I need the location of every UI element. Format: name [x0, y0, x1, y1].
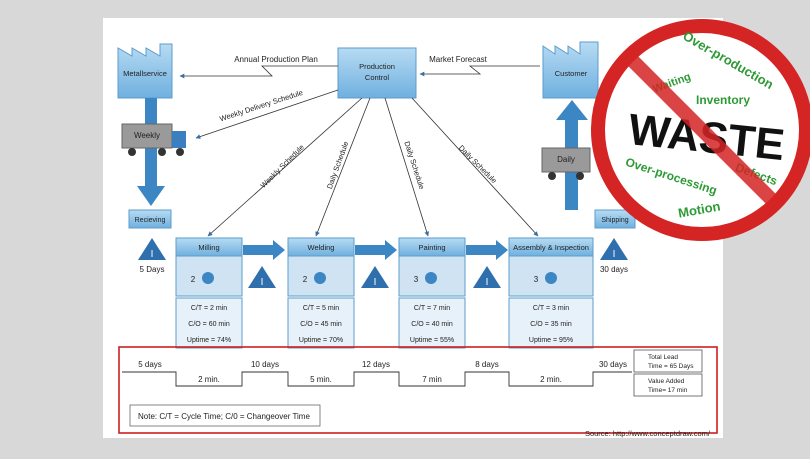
inventory-triangle-receiving: I: [138, 238, 166, 260]
value-added-label-1: Value Added: [648, 378, 685, 385]
production-control-box: [337, 47, 417, 99]
daily-truck-label: Daily: [557, 155, 575, 164]
operator-count: 2: [303, 275, 308, 284]
total-lead-label-1: Total Lead: [648, 354, 678, 361]
timeline-line: [122, 371, 632, 387]
uptime: Uptime = 95%: [529, 337, 573, 344]
receiving-days: 5 Days: [140, 265, 165, 274]
svg-text:I: I: [151, 249, 154, 260]
operator-count: 3: [534, 275, 539, 284]
annual-plan-arrow: [179, 65, 338, 79]
customer-factory-icon: [542, 41, 599, 99]
operator-icon: [202, 272, 214, 284]
total-lead-label-2: Time = 65 Days: [648, 363, 694, 370]
timeline-days-2: 10 days: [251, 360, 279, 369]
waste-word-inventory: Inventory: [696, 93, 750, 107]
daily-truck-icon: [541, 147, 591, 180]
process-painting: Painting 3 C/T = 7 min C/O = 40 min Upti…: [398, 237, 466, 349]
operator-icon: [545, 272, 557, 284]
timeline-min-4: 2 min.: [540, 375, 562, 384]
operator-icon: [314, 272, 326, 284]
schedule-arrow-milling: [207, 97, 363, 237]
schedule-arrow-painting: [384, 97, 430, 237]
cycle-time: C/T = 2 min: [191, 305, 227, 312]
inventory-triangle-shipping: I: [600, 238, 628, 260]
receiving-label: Recieving: [135, 217, 166, 224]
annual-plan-label: Annual Production Plan: [234, 55, 318, 64]
svg-text:I: I: [374, 277, 377, 288]
changeover-time: C/O = 60 min: [188, 321, 230, 328]
operator-count: 2: [191, 275, 196, 284]
push-arrow-3: [466, 240, 508, 260]
process-name: Assembly & Inspection: [513, 243, 589, 252]
weekly-truck-icon: [121, 123, 186, 156]
note-box: [129, 404, 321, 427]
production-control-label-2: Control: [365, 73, 390, 82]
inventory-triangle-2: I: [361, 266, 389, 288]
customer-label: Customer: [555, 69, 588, 78]
uptime: Uptime = 55%: [410, 337, 454, 344]
timeline-days-4: 8 days: [475, 360, 499, 369]
supplier-label: Metallservice: [123, 69, 167, 78]
weekly-delivery-arrow: [195, 89, 339, 139]
process-milling: Milling 2 C/T = 2 min C/O = 60 min Uptim…: [175, 237, 243, 349]
value-added-label-2: Time= 17 min: [648, 387, 688, 394]
note-text: Note: C/T = Cycle Time; C/0 = Changeover…: [138, 412, 310, 421]
changeover-time: C/O = 40 min: [411, 321, 453, 328]
svg-text:I: I: [261, 277, 264, 288]
timeline-frame: [118, 346, 718, 434]
inventory-triangle-1: I: [248, 266, 276, 288]
process-name: Painting: [418, 243, 445, 252]
uptime: Uptime = 70%: [299, 337, 343, 344]
supplier-factory-icon: [117, 43, 173, 99]
svg-text:I: I: [613, 249, 616, 260]
svg-text:I: I: [486, 277, 489, 288]
total-lead-box: [633, 349, 703, 373]
timeline-days-5: 30 days: [599, 360, 627, 369]
waste-sign: Over-production Waiting Inventory WASTE …: [591, 19, 810, 241]
production-control-label-1: Production: [359, 62, 395, 71]
operator-icon: [425, 272, 437, 284]
timeline-days-3: 12 days: [362, 360, 390, 369]
process-assembly: Assembly & Inspection 3 C/T = 3 min C/O …: [508, 237, 594, 349]
waste-word-motion: Motion: [677, 198, 722, 220]
changeover-time: C/O = 45 min: [300, 321, 342, 328]
source-text: Source: http://www.conceptdraw.com/: [585, 429, 711, 438]
cycle-time: C/T = 3 min: [533, 305, 569, 312]
cycle-time: C/T = 5 min: [303, 305, 339, 312]
waste-slash: [623, 51, 781, 209]
schedule-arrow-assembly: [411, 97, 539, 237]
timeline-days-1: 5 days: [138, 360, 162, 369]
market-forecast-arrow: [419, 65, 540, 77]
market-forecast-label: Market Forecast: [429, 55, 488, 64]
timeline-min-2: 5 min.: [310, 375, 332, 384]
changeover-time: C/O = 35 min: [530, 321, 572, 328]
process-welding: Welding 2 C/T = 5 min C/O = 45 min Uptim…: [287, 237, 355, 349]
process-name: Milling: [198, 243, 219, 252]
receiving-box: [128, 209, 172, 229]
shipping-box: [594, 209, 636, 229]
process-name: Welding: [308, 243, 335, 252]
timeline-min-3: 7 min: [422, 375, 442, 384]
shipping-days: 30 days: [600, 265, 628, 274]
push-arrow-1: [243, 240, 285, 260]
uptime: Uptime = 74%: [187, 337, 231, 344]
inventory-triangle-3: I: [473, 266, 501, 288]
schedule-arrow-welding: [315, 97, 371, 237]
weekly-truck-label: Weekly: [134, 131, 160, 140]
push-arrow-2: [355, 240, 397, 260]
cycle-time: C/T = 7 min: [414, 305, 450, 312]
operator-count: 3: [414, 275, 419, 284]
timeline-min-1: 2 min.: [198, 375, 220, 384]
shipping-label: Shipping: [601, 217, 628, 224]
value-added-box: [633, 373, 703, 397]
